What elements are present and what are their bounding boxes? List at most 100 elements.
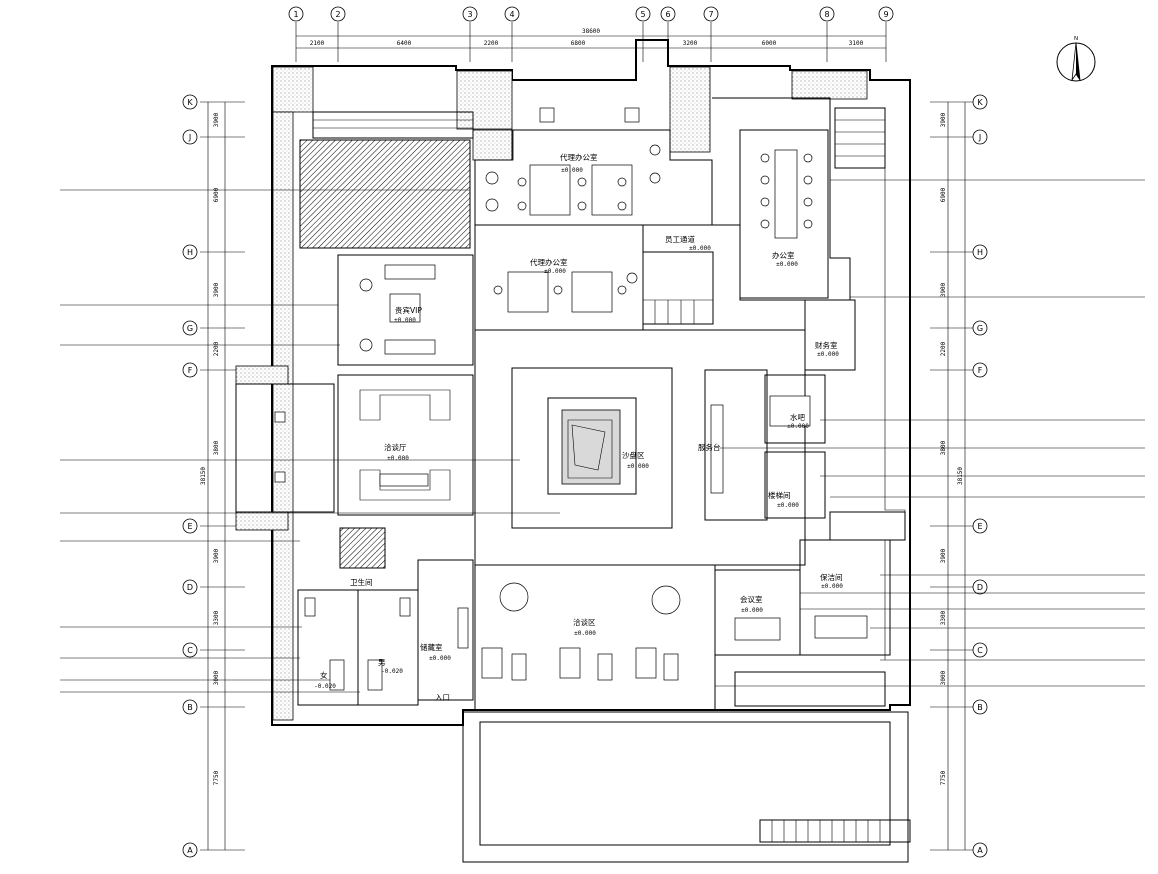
svg-text:E: E: [977, 522, 982, 531]
room-labels: 代理办公室 ±0.000 代理办公室 ±0.000 办公室 ±0.000 贵宾V…: [314, 152, 843, 702]
svg-text:3000: 3000: [213, 670, 220, 685]
svg-text:3900: 3900: [940, 282, 947, 297]
column-bubble-3: 3: [462, 6, 478, 22]
svg-text:7: 7: [708, 10, 713, 19]
stair-center: [642, 251, 714, 325]
svg-text:3900: 3900: [213, 282, 220, 297]
negotiation-label: 洽谈区: [573, 617, 596, 627]
svg-text:J: J: [978, 133, 981, 142]
toilet-label: 卫生间: [350, 577, 373, 587]
svg-text:3300: 3300: [940, 610, 947, 625]
svg-text:±0.000: ±0.000: [387, 455, 409, 462]
left-dimensions: 3900 6900 3900 2200 3800 3900 3300 3000 …: [200, 112, 220, 785]
row-bubble-C-left: C: [182, 642, 198, 658]
svg-text:D: D: [977, 583, 983, 592]
left-note-leaders: [60, 189, 560, 693]
svg-text:7750: 7750: [213, 770, 220, 785]
row-bubble-D-left: D: [182, 579, 198, 595]
office-c-label: 办公室: [772, 250, 795, 260]
entrance-label: 入口: [435, 693, 450, 702]
svg-text:N: N: [1074, 36, 1078, 42]
svg-text:±0.000: ±0.000: [817, 351, 839, 358]
row-bubble-K-left: K: [182, 94, 198, 110]
storage-label: 储藏室: [420, 642, 443, 652]
svg-text:3300: 3300: [213, 610, 220, 625]
svg-text:K: K: [187, 98, 193, 107]
svg-text:1: 1: [293, 10, 298, 19]
sandtable-label: 沙盘区: [622, 450, 645, 460]
svg-text:A: A: [977, 846, 983, 855]
planter-top-left: [272, 66, 314, 113]
svg-text:±0.000: ±0.000: [394, 317, 416, 324]
svg-text:B: B: [187, 703, 193, 712]
office-b-furniture: [493, 271, 638, 313]
row-bubble-G-right: G: [972, 320, 988, 336]
svg-text:2200: 2200: [484, 40, 499, 47]
planter-top-far: [791, 70, 868, 100]
column-bubble-6: 6: [660, 6, 676, 22]
cleaning-label: 保洁间: [820, 572, 843, 582]
svg-text:F: F: [978, 366, 983, 375]
north-arrow-icon: N: [1056, 36, 1096, 82]
row-bubble-D-right: D: [972, 579, 988, 595]
svg-text:3900: 3900: [213, 112, 220, 127]
svg-text:9: 9: [883, 10, 888, 19]
svg-text:±0.000: ±0.000: [776, 261, 798, 268]
svg-text:G: G: [977, 324, 983, 333]
row-bubble-E-left: E: [182, 518, 198, 534]
stair-hall-label: 楼梯间: [768, 490, 791, 500]
svg-text:±0.000: ±0.000: [787, 423, 809, 430]
svg-text:38600: 38600: [582, 28, 600, 35]
svg-text:-0.020: -0.020: [314, 683, 336, 690]
row-bubble-A-right: A: [972, 842, 988, 858]
office-c-furniture: [760, 149, 813, 239]
svg-text:38150: 38150: [200, 467, 207, 485]
staff-corridor-label: 员工通道: [665, 234, 695, 244]
row-bubble-C-right: C: [972, 642, 988, 658]
finance-label: 财务室: [815, 340, 838, 350]
row-bubble-B-left: B: [182, 699, 198, 715]
svg-text:±0.000: ±0.000: [429, 655, 451, 662]
svg-text:7750: 7750: [940, 770, 947, 785]
negotiation-furniture: [481, 582, 681, 681]
svg-text:±0.000: ±0.000: [821, 583, 843, 590]
sandtable-area: [511, 367, 673, 529]
lounge-label: 洽谈厅: [384, 442, 407, 452]
meeting-label: 会议室: [740, 594, 763, 604]
svg-text:F: F: [188, 366, 193, 375]
svg-text:C: C: [977, 646, 983, 655]
row-bubble-J-right: J: [972, 129, 988, 145]
svg-text:±0.000: ±0.000: [544, 268, 566, 275]
svg-text:3: 3: [467, 10, 472, 19]
column-bubble-2: 2: [330, 6, 346, 22]
svg-text:3900: 3900: [213, 548, 220, 563]
row-bubble-H-left: H: [182, 244, 198, 260]
svg-text:G: G: [187, 324, 193, 333]
planter-top-mid: [456, 70, 513, 130]
svg-text:K: K: [977, 98, 983, 107]
svg-text:3200: 3200: [683, 40, 698, 47]
central-hall: [474, 329, 806, 566]
svg-text:B: B: [977, 703, 983, 712]
top-dimensions: 2100 6400 2200 6800 3200 6000 3100 38600: [310, 28, 864, 47]
row-bubble-A-left: A: [182, 842, 198, 858]
svg-text:D: D: [187, 583, 193, 592]
office-b-label: 代理办公室: [530, 257, 568, 267]
sandtable-model: [567, 419, 613, 479]
svg-text:5: 5: [640, 10, 645, 19]
svg-text:6000: 6000: [762, 40, 777, 47]
column-bubble-9: 9: [878, 6, 894, 22]
row-bubble-F-left: F: [182, 362, 198, 378]
column-bubble-8: 8: [819, 6, 835, 22]
row-bubble-G-left: G: [182, 320, 198, 336]
column-bubble-1: 1: [288, 6, 304, 22]
svg-text:4: 4: [509, 10, 514, 19]
svg-text:2200: 2200: [213, 341, 220, 356]
svg-text:2200: 2200: [940, 341, 947, 356]
svg-text:3000: 3000: [940, 670, 947, 685]
outdoor-deck-left: [235, 383, 335, 513]
svg-text:±0.000: ±0.000: [741, 607, 763, 614]
svg-text:E: E: [187, 522, 192, 531]
svg-text:3900: 3900: [940, 548, 947, 563]
svg-text:±0.000: ±0.000: [574, 630, 596, 637]
